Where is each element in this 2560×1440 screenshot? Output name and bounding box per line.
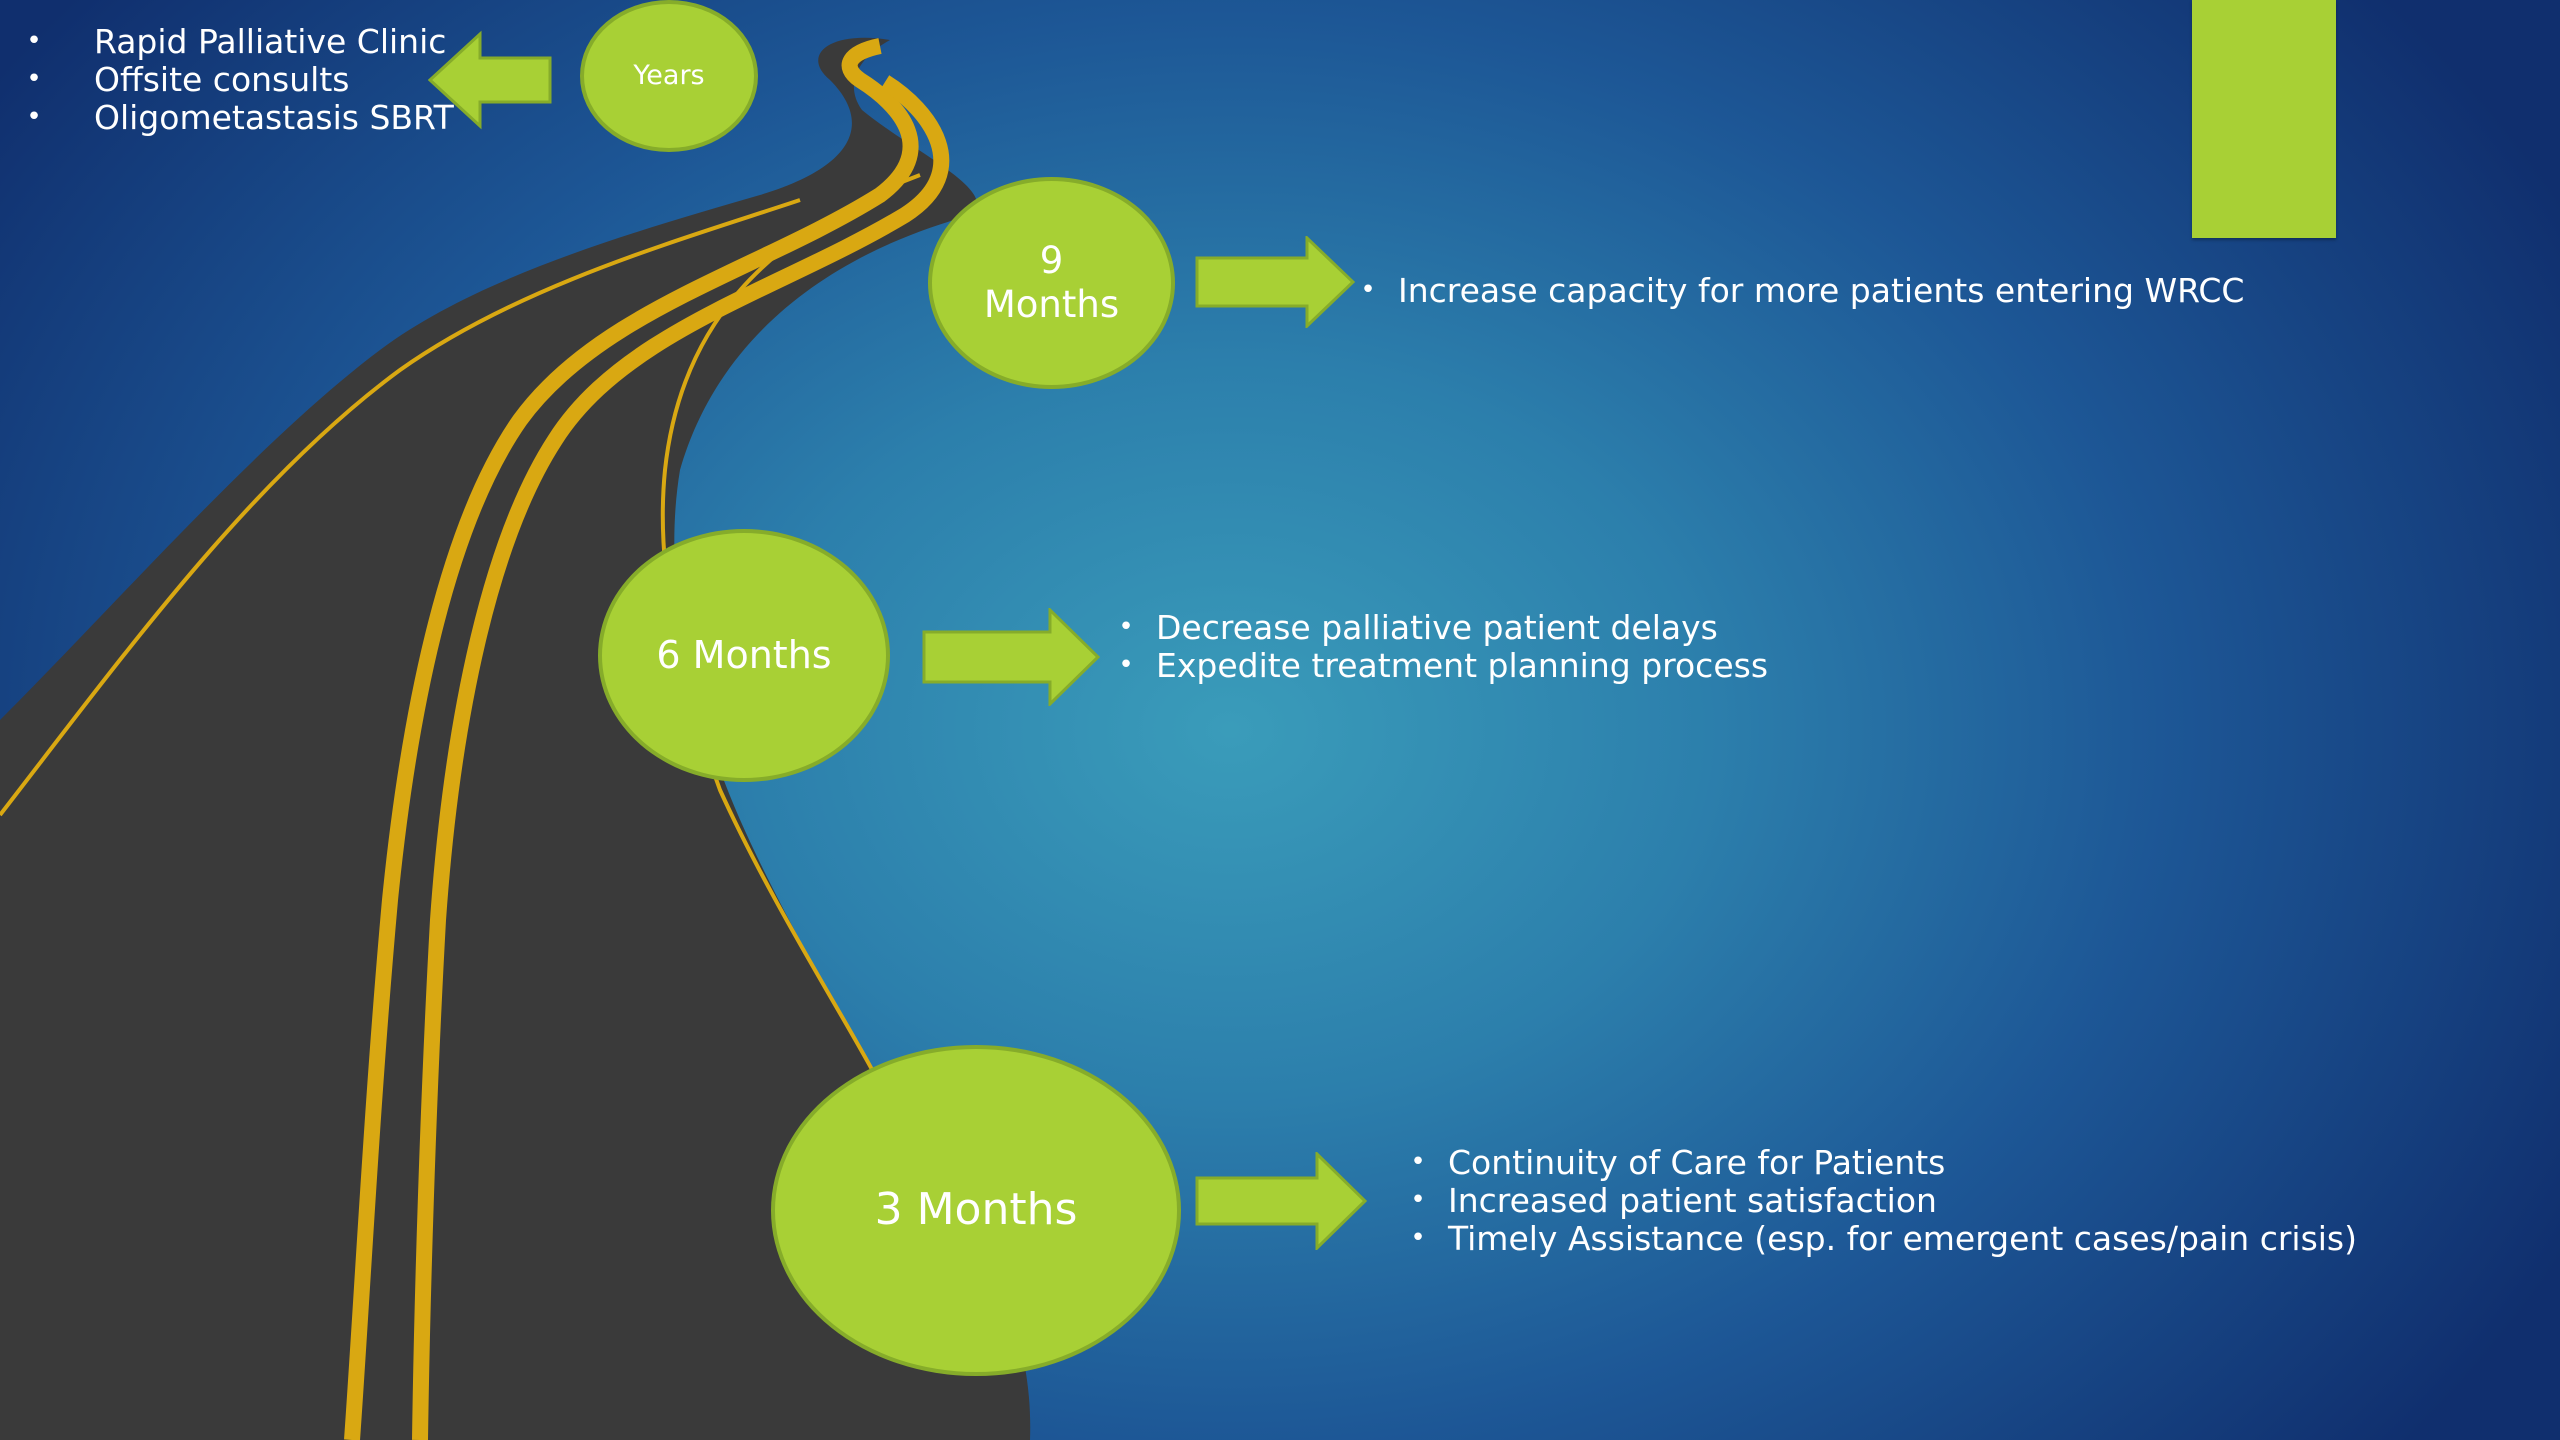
bullet-text: Increased patient satisfaction	[1448, 1180, 1937, 1220]
list-item: • Expedite treatment planning process	[1112, 645, 1769, 685]
arrow-right-icon	[1195, 236, 1355, 328]
nine-months-bullets: • Increase capacity for more patients en…	[1356, 270, 2244, 310]
milestone-years-circle: Years	[580, 0, 758, 152]
milestone-9-months-circle: 9 Months	[928, 177, 1175, 389]
milestone-9-months-number: 9	[1039, 238, 1064, 282]
bullet-dot: •	[1410, 1223, 1426, 1253]
bullet-text: Decrease palliative patient delays	[1156, 607, 1718, 647]
road-surface	[0, 37, 1031, 1440]
list-item: • Decrease palliative patient delays	[1112, 607, 1768, 647]
bullet-dot: •	[1410, 1147, 1426, 1177]
bullet-dot: •	[1118, 612, 1134, 642]
center-line-right	[412, 75, 950, 1440]
list-item: • Timely Assistance (esp. for emergent c…	[1404, 1218, 2357, 1258]
center-line-left	[344, 38, 919, 1440]
milestone-9-months-unit: Months	[983, 283, 1120, 326]
list-item: • Oligometastasis SBRT	[24, 97, 454, 137]
milestone-years-label: Years	[633, 59, 705, 91]
road-edge-left	[0, 198, 801, 817]
six-months-bullets: • Decrease palliative patient delays • E…	[1112, 607, 1769, 685]
accent-bar	[2192, 0, 2336, 238]
bullet-text: Increase capacity for more patients ente…	[1398, 270, 2245, 310]
bullet-dot: •	[1118, 650, 1134, 680]
milestone-3-months-circle: 3 Months	[771, 1045, 1181, 1376]
bullet-dot: •	[1360, 275, 1376, 305]
list-item: • Rapid Palliative Clinic	[24, 21, 454, 61]
milestone-6-months-circle: 6 Months	[598, 529, 890, 782]
milestone-3-months-label: 3 Months	[874, 1184, 1078, 1236]
bullet-dot: •	[26, 102, 42, 132]
bullet-dot: •	[1410, 1185, 1426, 1215]
arrow-right-icon	[1195, 1152, 1367, 1250]
arrow-right-icon	[922, 608, 1100, 706]
list-item: • Continuity of Care for Patients	[1404, 1142, 2357, 1182]
three-months-bullets: • Continuity of Care for Patients • Incr…	[1404, 1142, 2357, 1258]
years-bullets: • Rapid Palliative Clinic • Offsite cons…	[24, 21, 454, 137]
bullet-text: Offsite consults	[94, 59, 350, 99]
list-item: • Increased patient satisfaction	[1404, 1180, 2357, 1220]
list-item: • Increase capacity for more patients en…	[1356, 270, 2244, 310]
bullet-text: Oligometastasis SBRT	[94, 97, 454, 137]
arrow-left-icon	[428, 30, 552, 130]
bullet-text: Continuity of Care for Patients	[1448, 1142, 1946, 1182]
list-item: • Offsite consults	[24, 59, 454, 99]
bullet-dot: •	[26, 26, 42, 56]
bullet-text: Timely Assistance (esp. for emergent cas…	[1448, 1218, 2357, 1258]
bullet-dot: •	[26, 64, 42, 94]
milestone-6-months-label: 6 Months	[656, 632, 832, 677]
bullet-text: Expedite treatment planning process	[1156, 645, 1769, 685]
bullet-text: Rapid Palliative Clinic	[94, 21, 447, 61]
